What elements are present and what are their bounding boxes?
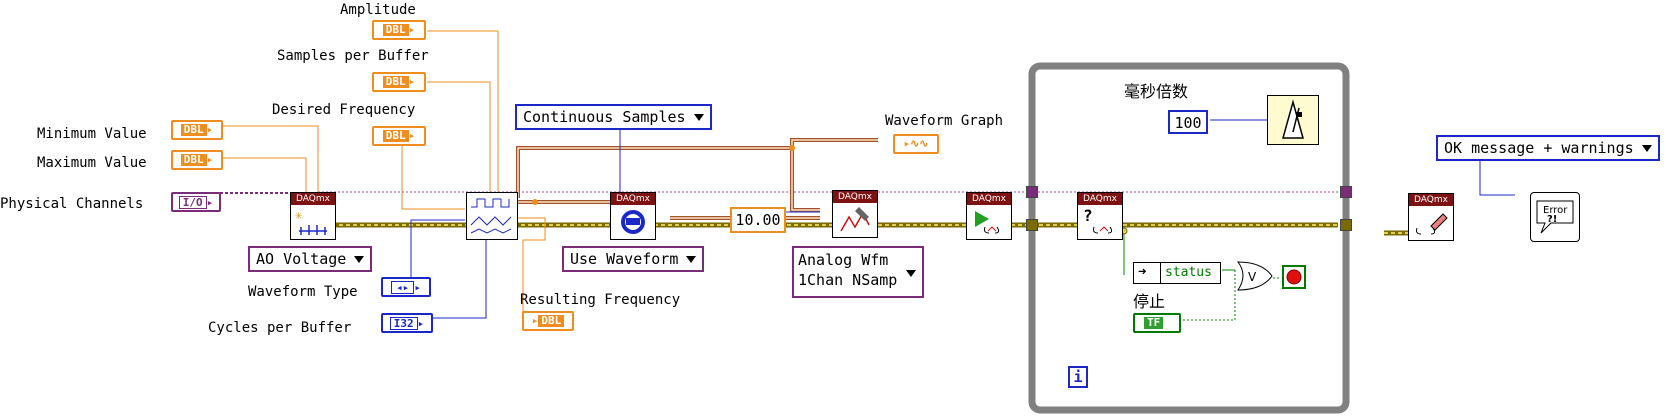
cycles-per-buffer-terminal[interactable]: I32▸ [381,313,433,333]
unbundle-status-node[interactable]: ➜ status [1133,262,1221,284]
daqmx-is-task-done-vi[interactable]: DAQmx ? [1077,192,1123,240]
svg-text:✳: ✳ [295,208,302,222]
stop-indicator[interactable] [1282,265,1306,289]
desired-frequency-label: Desired Frequency [272,102,416,118]
bool-wires [1123,230,1280,321]
daqmx-timing-vi[interactable]: DAQmx [610,192,656,240]
while-loop[interactable] [1028,62,1350,414]
or-gate[interactable] [1236,261,1273,291]
square-wave-icon [470,198,512,234]
int-wires [410,119,1515,319]
dbl-wires [210,30,546,320]
resulting-frequency-label: Resulting Frequency [520,292,681,308]
chevron-down-icon [1641,145,1652,152]
error-tunnel-out[interactable] [1340,219,1352,231]
minimum-value-label: Minimum Value [37,126,147,142]
use-waveform-ring[interactable]: Use Waveform [562,246,705,272]
ms-multiple-constant[interactable]: 100 [1168,110,1208,134]
chevron-down-icon [354,256,365,263]
simple-error-handler-vi[interactable]: Error?! [1530,192,1580,242]
cycles-per-buffer-label: Cycles per Buffer [208,320,352,336]
desired-frequency-terminal[interactable]: DBL▸ [372,126,426,146]
chevron-down-icon [693,114,704,121]
daqmx-create-channel-vi[interactable]: DAQmx ✳ [290,192,336,240]
stop-button-terminal[interactable]: TF▸ [1133,313,1181,333]
samples-per-buffer-label: Samples per Buffer [277,48,429,64]
maximum-value-terminal[interactable]: DBL▸ [171,150,223,170]
basic-function-generator-vi[interactable] [466,192,518,240]
stop-label: 停止 [1133,292,1166,311]
chevron-down-icon [906,270,916,277]
svg-text:?: ? [1083,206,1093,225]
waveform-wires[interactable] [516,138,878,220]
waveform-type-terminal[interactable]: ◂▸▸ [381,277,431,297]
ao-voltage-ring[interactable]: AO Voltage [248,246,373,272]
status-element: status [1160,263,1225,283]
error-dialog-icon: Error?! [1536,200,1574,234]
daqmx-start-task-vi[interactable]: DAQmx [966,192,1012,240]
daqmx-write-vi[interactable]: DAQmx [832,190,878,238]
amplitude-terminal[interactable]: DBL▸ [372,20,426,40]
svg-text:Error: Error [1543,205,1568,216]
error-message-ring[interactable]: OK message + warnings [1436,135,1660,161]
svg-text:V: V [1248,270,1257,284]
samples-per-buffer-terminal[interactable]: DBL▸ [372,72,426,92]
loop-iteration-terminal[interactable]: i [1068,366,1088,388]
physical-channels-terminal[interactable]: I/O▸ [171,192,221,212]
chevron-down-icon [686,256,697,263]
minimum-value-terminal[interactable]: DBL▸ [171,120,223,140]
sample-mode-ring[interactable]: Continuous Samples [515,104,712,130]
physical-channels-label: Physical Channels [0,196,144,212]
rate-constant[interactable]: 10.00 [730,207,786,233]
arrow-right-icon: ➜ [1138,264,1147,280]
error-tunnel-in[interactable] [1026,219,1038,231]
maximum-value-label: Maximum Value [37,155,147,171]
analog-wfm-ring[interactable]: Analog Wfm 1Chan NSamp [792,246,924,298]
daqmx-clear-task-vi[interactable]: DAQmx [1408,193,1454,241]
stop-icon [1286,269,1302,285]
wait-ms-vi[interactable] [1267,95,1319,145]
ms-multiple-label: 毫秒倍数 [1124,82,1189,101]
waveform-type-label: Waveform Type [248,284,358,300]
amplitude-label: Amplitude [340,2,416,18]
task-tunnel-out[interactable] [1340,186,1352,198]
waveform-graph-indicator[interactable]: ▸∿∿ [893,134,939,154]
svg-text:?!: ?! [1547,214,1557,225]
resulting-frequency-indicator[interactable]: ▸DBL [522,311,574,331]
waveform-graph-label: Waveform Graph [885,113,1004,129]
task-tunnel-in[interactable] [1026,186,1038,198]
metronome-icon [1282,99,1304,139]
